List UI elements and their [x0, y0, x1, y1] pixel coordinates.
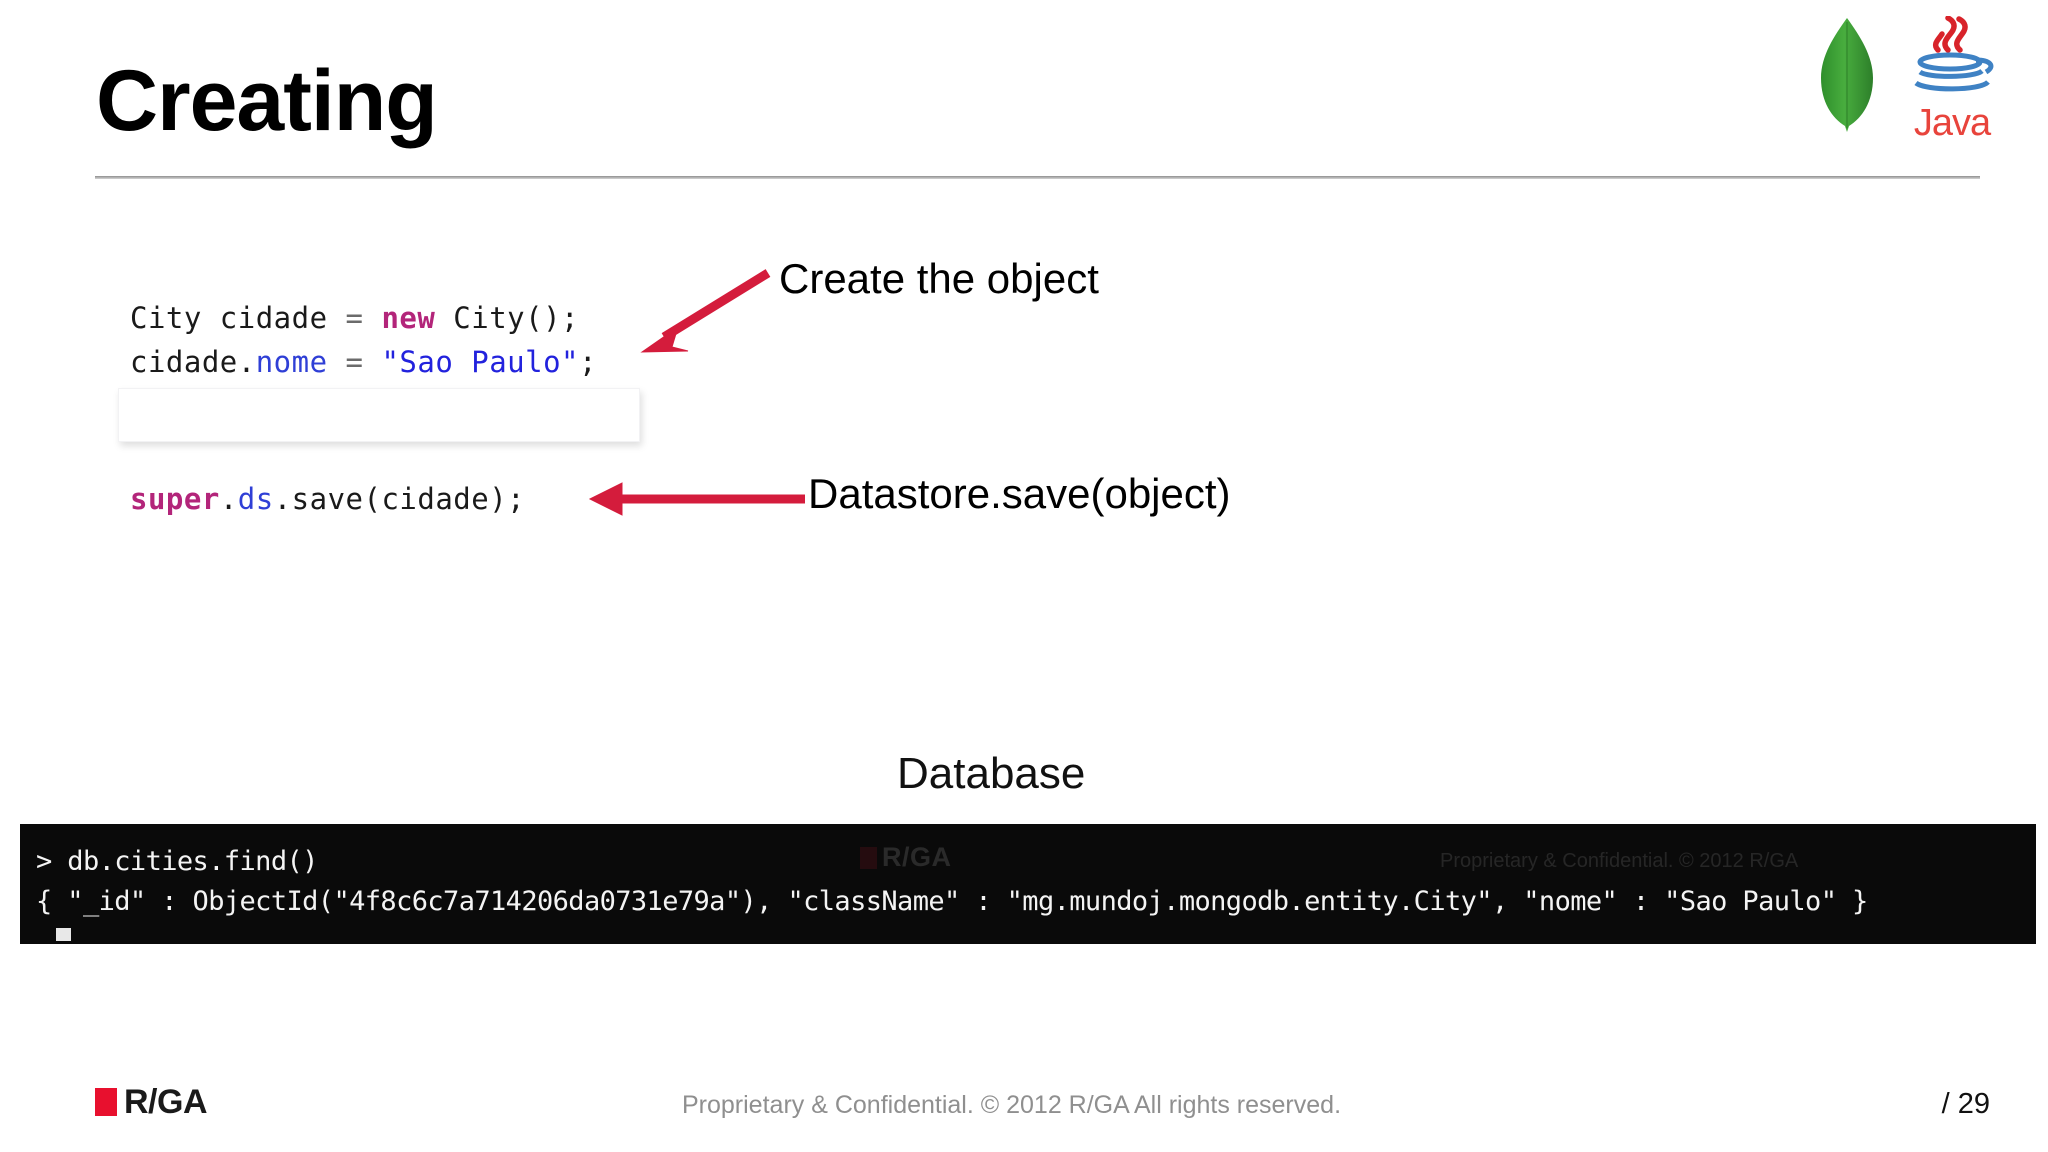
rga-wordmark: R/GA — [124, 1083, 208, 1121]
ghost-rga-logo: R/GA — [860, 842, 952, 873]
code-token-plain: ; — [579, 345, 597, 379]
terminal-cursor — [56, 928, 71, 941]
database-label: Database — [897, 749, 1086, 798]
page-number: / 29 — [1941, 1088, 1990, 1120]
code-panel-empty — [118, 388, 640, 442]
code-line: super.ds.save(cidade); — [130, 478, 525, 520]
code-block-create: City cidade = new City();cidade.nome = "… — [130, 296, 597, 384]
rga-square-icon — [95, 1088, 117, 1116]
ghost-rga-text: R/GA — [882, 842, 952, 872]
ghost-copyright-text: Proprietary & Confidential. © 2012 R/GA — [1440, 850, 1799, 872]
code-token-plain: City(); — [453, 301, 579, 335]
terminal-output-line: { "_id" : ObjectId("4f8c6c7a714206da0731… — [36, 886, 1868, 917]
code-token-keyword: super — [130, 482, 220, 516]
code-token-plain: City cidade — [130, 301, 346, 335]
code-line: cidade.nome = "Sao Paulo"; — [130, 340, 597, 384]
terminal-window: R/GA Proprietary & Confidential. © 2012 … — [20, 824, 2036, 944]
annotation-create-object: Create the object — [779, 255, 1099, 302]
code-token-field: nome — [255, 345, 346, 379]
annotation-datastore-save: Datastore.save(object) — [808, 470, 1231, 517]
code-token-plain: . — [219, 482, 238, 516]
code-token-op: = — [345, 301, 382, 335]
title-divider — [95, 176, 1980, 179]
footer-copyright: Proprietary & Confidential. © 2012 R/GA … — [682, 1091, 1342, 1119]
arrow-diagonal-icon — [640, 269, 771, 353]
java-cup-icon: Java — [1898, 15, 2006, 144]
java-wordmark: Java — [1913, 102, 1991, 144]
code-token-string: "Sao Paulo" — [381, 345, 580, 379]
code-token-keyword: new — [381, 301, 454, 335]
code-block-save: super.ds.save(cidade); — [130, 478, 525, 520]
code-token-field: ds — [237, 482, 274, 516]
arrow-horizontal-icon — [588, 482, 805, 516]
logo-group: Java — [1818, 15, 2006, 144]
terminal-command-line: > db.cities.find() — [36, 846, 318, 877]
page-title: Creating — [96, 53, 438, 149]
code-token-plain: cidade. — [130, 345, 256, 379]
footer-rga-logo: R/GA — [95, 1083, 208, 1121]
code-line: City cidade = new City(); — [130, 296, 597, 340]
code-token-op: = — [345, 345, 382, 379]
ghost-rga-square — [860, 846, 877, 869]
code-token-plain: .save(cidade); — [273, 482, 526, 516]
mongodb-leaf-icon — [1818, 16, 1876, 134]
